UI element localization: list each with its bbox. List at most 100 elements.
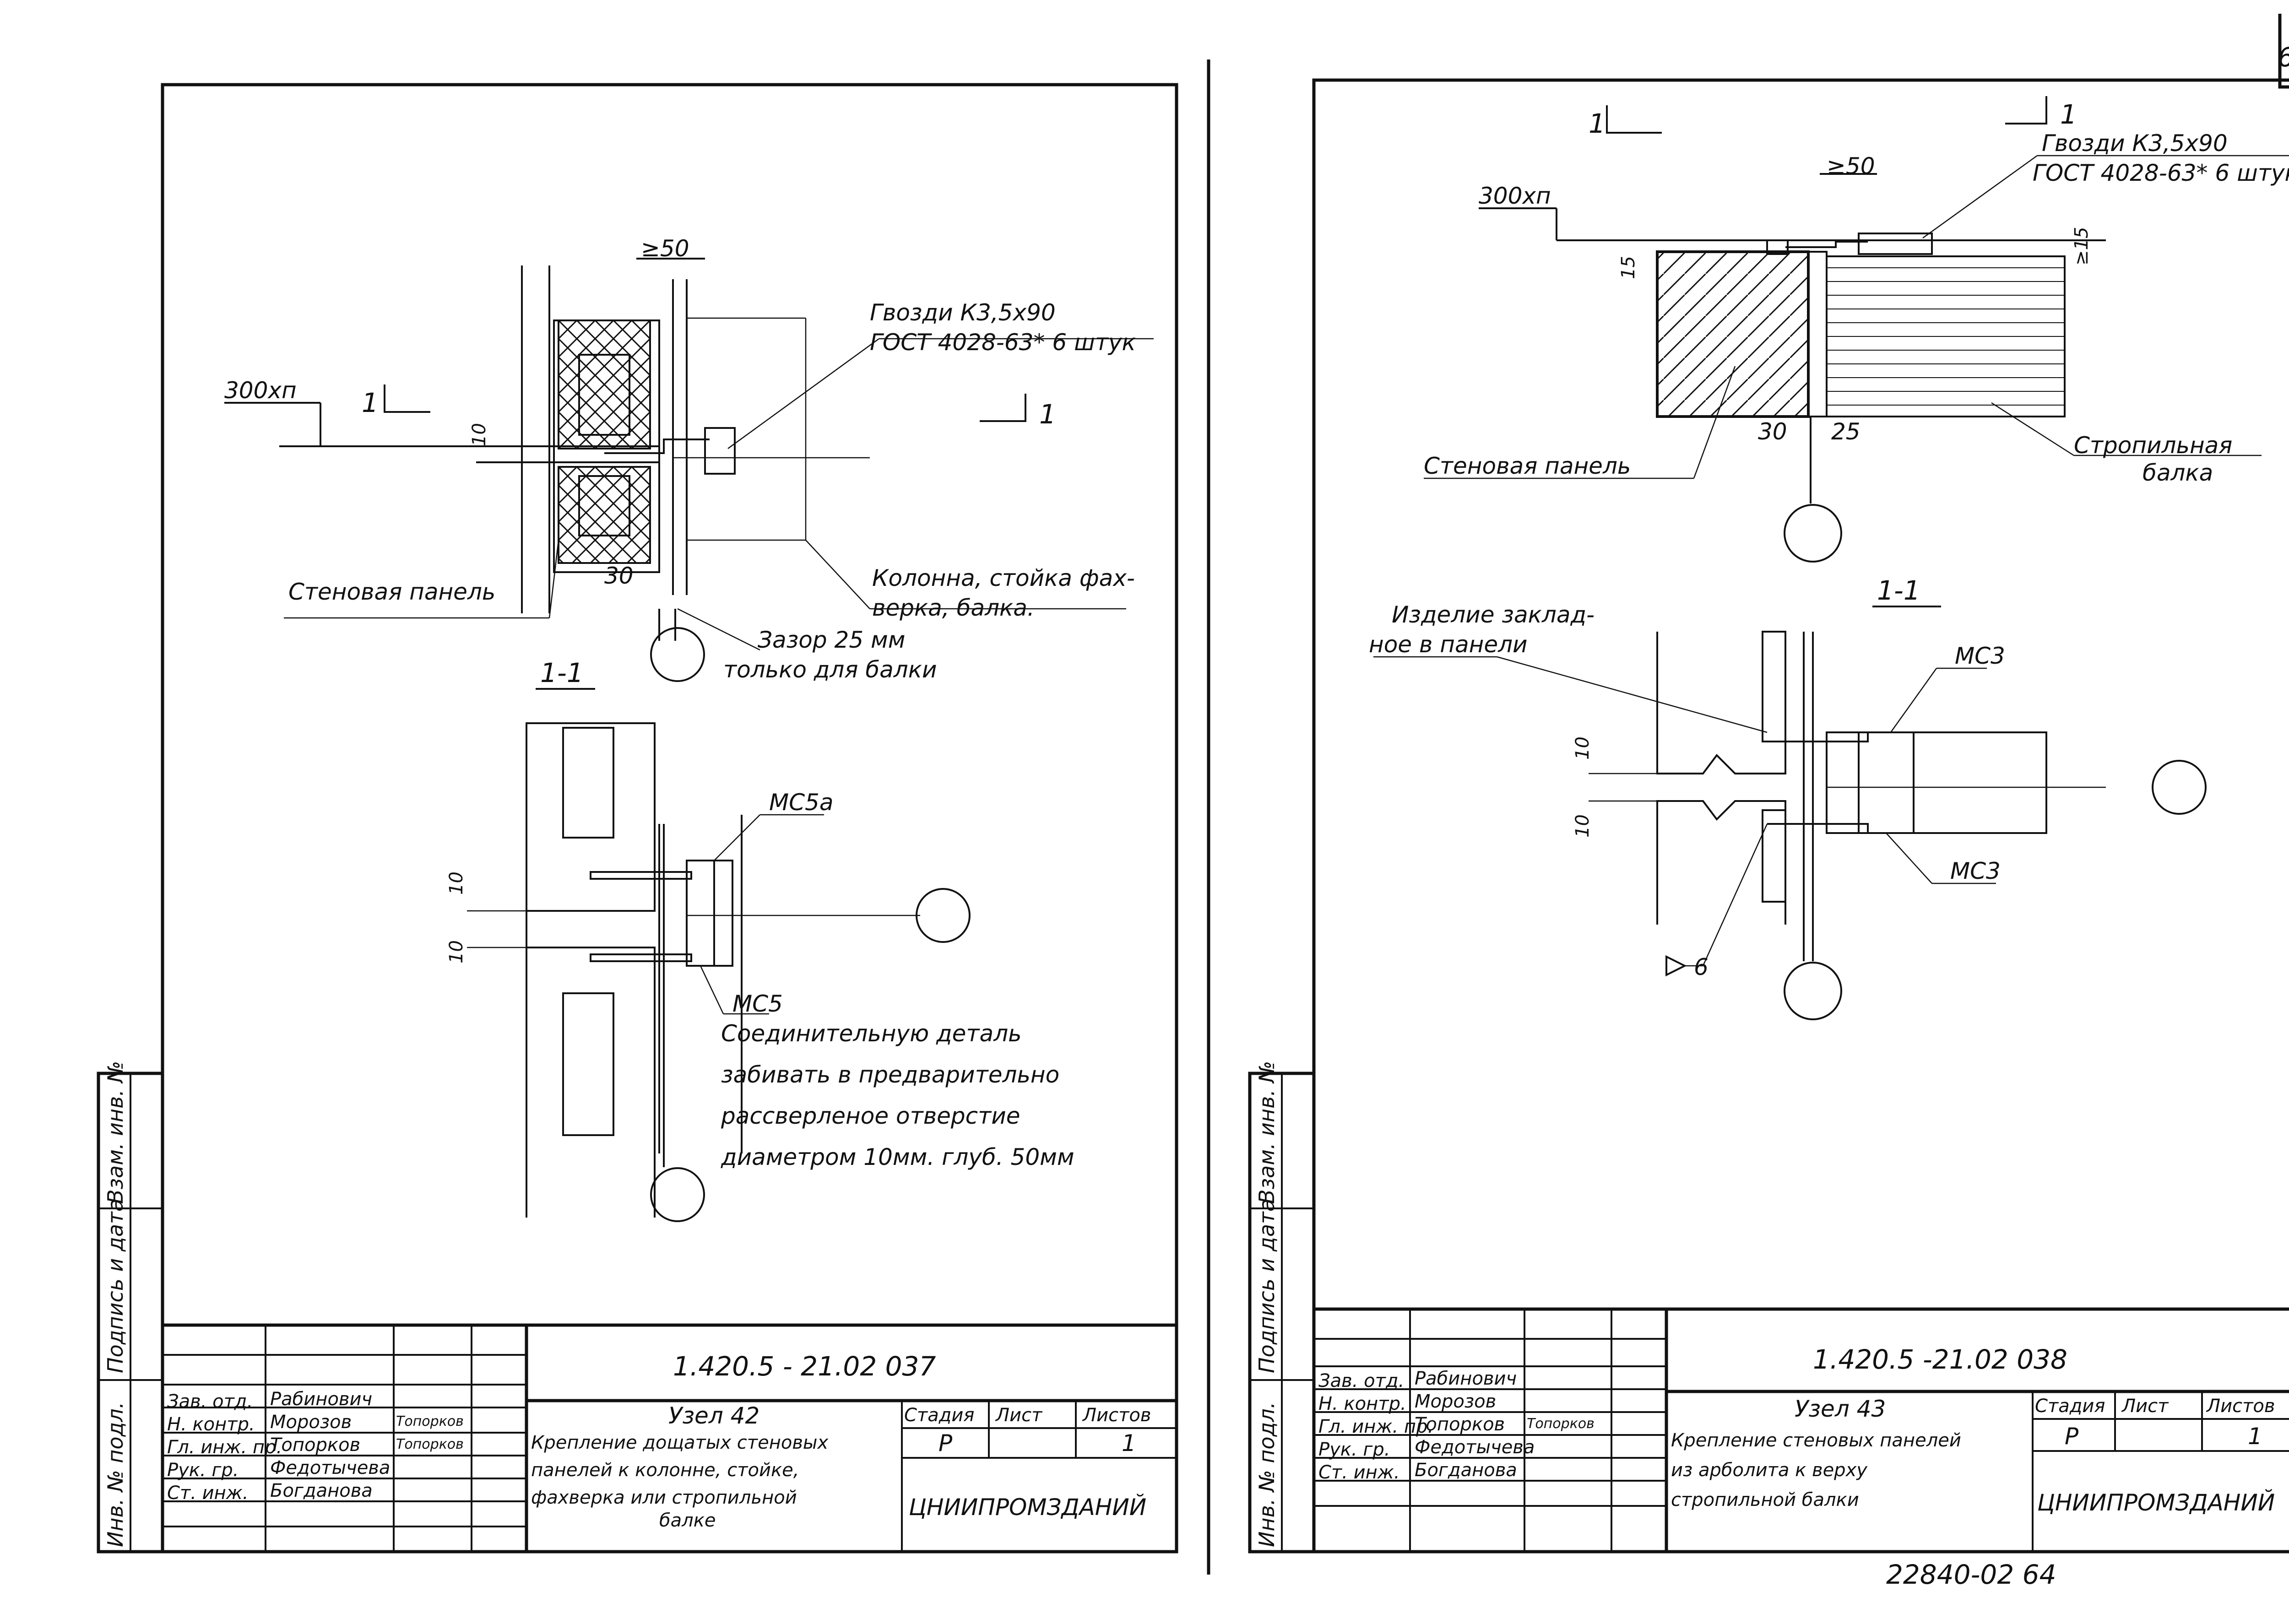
- weld-triangle-icon: [1665, 955, 1687, 977]
- left-part-mc5a: МС5а: [769, 789, 834, 816]
- vzam-label: Взам. инв. №: [103, 1061, 128, 1204]
- right-stamp-title-3: стропильной балки: [1671, 1489, 1859, 1510]
- left-name-2: Морозов: [270, 1412, 352, 1433]
- left-stamp-title-2: панелей к колонне, стойке,: [531, 1460, 799, 1481]
- right-part-mc3b: МС3: [1950, 858, 2001, 884]
- left-stamp-sheet-h: Лист: [995, 1405, 1043, 1426]
- left-plan-drawing: ≥50 300хп 1 1 10 30 Гвозди К3,5х90 ГОСТ …: [224, 235, 1154, 683]
- left-nails-line2: ГОСТ 4028-63* 6 штук: [870, 329, 1136, 356]
- left-elevation: 300хп: [224, 377, 297, 404]
- right-role-1: Зав. отд.: [1318, 1370, 1404, 1391]
- right-dim-10b: 10: [1572, 814, 1593, 838]
- left-gap-line2: только для балки: [723, 656, 937, 683]
- left-section-marker-a: 1: [362, 387, 379, 418]
- right-stamp-title-1: Крепление стеновых панелей: [1671, 1430, 1961, 1451]
- right-plan-drawing: 1 1 300хп ≥50 15 ≥15 30 25 Гвозди К3,5х9…: [1424, 96, 2289, 563]
- left-gap-line1: Зазор 25 мм: [758, 627, 905, 653]
- right-stamp-org: ЦНИИПРОМЗДАНИЙ: [2037, 1489, 2275, 1516]
- left-name-4: Федотычева: [270, 1457, 390, 1478]
- right-side-strip: Инв. № подл. Подпись и дата Взам. инв. №: [1254, 1061, 1279, 1547]
- left-nails-line1: Гвозди К3,5х90: [870, 299, 1056, 326]
- left-role-2: Н. контр.: [167, 1414, 255, 1435]
- left-side-strip: Инв. № подл. Подпись и дата Взам. инв. №: [103, 1061, 128, 1547]
- right-nails-line1: Гвозди К3,5х90: [2042, 130, 2228, 157]
- left-stamp-node: Узел 42: [668, 1402, 759, 1429]
- right-name-4: Федотычева: [1415, 1437, 1535, 1458]
- right-embed-line1: Изделие заклад-: [1392, 601, 1595, 628]
- right-dim-15: 15: [1618, 256, 1639, 279]
- left-column-line1: Колонна, стойка фах-: [872, 565, 1135, 591]
- left-title-block: 1.420.5 - 21.02 037 Узел 42 Крепление до…: [161, 1323, 1178, 1554]
- right-section-marker-b: 1: [2060, 99, 2077, 130]
- left-dim-panel: 30: [604, 563, 634, 589]
- left-note-1: Соединительную деталь: [721, 1020, 1022, 1047]
- left-dim-10a: 10: [446, 872, 467, 895]
- left-dim-gap: 10: [469, 423, 490, 446]
- right-nails-line2: ГОСТ 4028-63* 6 штук: [2033, 160, 2289, 186]
- right-elevation: 300хп: [1479, 183, 1551, 209]
- left-stamp-sheets: 1: [1122, 1430, 1136, 1456]
- left-stamp-code: 1.420.5 - 21.02 037: [673, 1351, 936, 1382]
- left-sig-3: Топорков: [396, 1436, 464, 1452]
- left-section-marker-b: 1: [1039, 399, 1056, 430]
- right-name-2: Морозов: [1415, 1391, 1496, 1412]
- right-stamp-stage-h: Стадия: [2035, 1396, 2105, 1417]
- left-stamp-title-3: фахверка или стропильной: [531, 1487, 797, 1508]
- inv-label: Инв. № подл.: [103, 1402, 128, 1547]
- inv-label-r: Инв. № подл.: [1254, 1402, 1279, 1547]
- left-wall-panel-label: Стеновая панель: [288, 579, 495, 605]
- right-wall-panel-label: Стеновая панель: [1424, 453, 1631, 479]
- sheet-number: 63: [2278, 42, 2289, 73]
- right-stamp-sheets: 1: [2248, 1423, 2262, 1450]
- left-name-3: Топорков: [270, 1435, 360, 1456]
- left-role-4: Рук. гр.: [167, 1460, 239, 1481]
- sign-label: Подпись и дата: [103, 1199, 128, 1373]
- left-stamp-title-4: балке: [659, 1510, 716, 1531]
- vzam-label-r: Взам. инв. №: [1254, 1061, 1279, 1204]
- left-dim-10b: 10: [446, 940, 467, 964]
- right-rafter-line2: балка: [2143, 460, 2213, 486]
- right-stamp-code: 1.420.5 -21.02 038: [1813, 1344, 2067, 1375]
- right-dim-15b: ≥15: [2071, 227, 2092, 265]
- right-name-5: Богданова: [1415, 1460, 1517, 1481]
- right-weld-size: 6: [1694, 954, 1709, 980]
- left-part-mc5: МС5: [732, 991, 783, 1017]
- right-title-block: 1.420.5 -21.02 038 Узел 43 Крепление сте…: [1312, 1307, 2289, 1554]
- right-dim-10a: 10: [1572, 736, 1593, 760]
- left-stamp-title-1: Крепление дощатых стеновых: [531, 1432, 828, 1453]
- right-section-marker-a: 1: [1589, 108, 1606, 139]
- right-rafter-line1: Стропильная: [2074, 432, 2232, 459]
- left-section-drawing: 1-1 МС5а МС5 10 10 Соединительную деталь…: [446, 657, 1074, 1222]
- sign-label-r: Подпись и дата: [1254, 1199, 1279, 1373]
- right-dim-25: 25: [1831, 418, 1860, 445]
- left-stamp-org: ЦНИИПРОМЗДАНИЙ: [909, 1494, 1146, 1521]
- left-stamp-sheets-h: Листов: [1082, 1405, 1151, 1426]
- right-sig-3: Топорков: [1527, 1416, 1595, 1432]
- right-stamp-sheets-h: Листов: [2206, 1396, 2275, 1417]
- right-stamp-stage: Р: [2065, 1423, 2079, 1450]
- left-note-4: диаметром 10мм. глуб. 50мм: [721, 1144, 1074, 1170]
- right-dim-30: 30: [1758, 418, 1787, 445]
- left-section-title: 1-1: [540, 657, 584, 688]
- left-stamp-stage: Р: [938, 1430, 953, 1456]
- right-name-1: Рабинович: [1415, 1368, 1517, 1389]
- right-dim-top: ≥50: [1827, 153, 1875, 179]
- right-part-mc3a: МС3: [1955, 643, 2005, 669]
- right-stamp-sheet-h: Лист: [2121, 1396, 2169, 1417]
- left-note-3: рассверленое отверстие: [721, 1103, 1020, 1129]
- right-section-drawing: 1-1 Изделие заклад- ное в панели МС3 МС3…: [1369, 575, 2207, 1020]
- left-note-2: забивать в предварительно: [721, 1061, 1059, 1088]
- bottom-number: 22840-02 64: [1886, 1559, 2056, 1590]
- right-role-2: Н. контр.: [1318, 1393, 1406, 1414]
- left-role-1: Зав. отд.: [167, 1391, 253, 1412]
- sheet-number-box: 63: [2278, 14, 2289, 89]
- right-embed-line2: ное в панели: [1369, 631, 1528, 658]
- right-name-3: Топорков: [1415, 1414, 1505, 1435]
- right-stamp-title-2: из арболита к верху: [1671, 1460, 1868, 1481]
- left-dim-top: ≥50: [641, 235, 689, 262]
- left-name-1: Рабинович: [270, 1389, 372, 1410]
- right-role-5: Ст. инж.: [1318, 1462, 1400, 1483]
- left-column-line2: верка, балка.: [872, 595, 1035, 621]
- left-sig-2: Топорков: [396, 1413, 464, 1429]
